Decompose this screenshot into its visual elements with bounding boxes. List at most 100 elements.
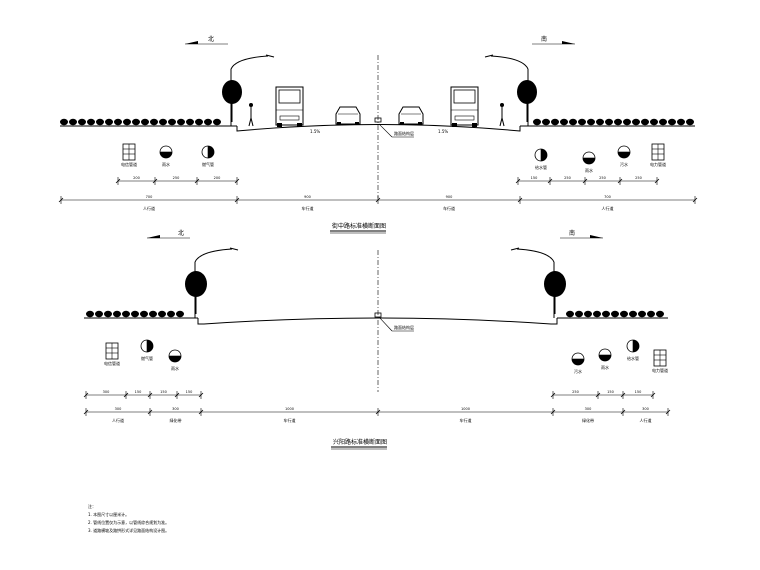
dimension-value: 150 [186,390,193,394]
section-2: 北 南 道路设计中心线 [83,229,671,450]
hedge-shrub [140,310,148,318]
dimension-value: 700 [146,195,153,199]
pipe-label: 雨水 [171,365,179,371]
hedge-shrub [632,118,640,126]
leader-label: 路面结构层 [394,130,414,136]
dimension-value: 250 [599,176,606,180]
hedge-shrub [78,118,86,126]
section-title: 街中路标准横断面图 [332,222,386,230]
pipe-label: 燃气管 [202,161,214,167]
tree-left [185,271,207,314]
pedestrian-right [499,103,505,127]
hedge-shrub [141,118,149,126]
pipe-label: 电力管道 [650,161,666,167]
hedge-shrub [614,118,622,126]
pipe-label: 雨水 [162,161,170,167]
hedge-shrub [605,118,613,126]
hedge-shrub [158,310,166,318]
hedge-shrub [659,118,667,126]
hedge-shrub [578,118,586,126]
hedge-shrub [638,310,646,318]
bus-right [450,86,479,127]
hedge-shrub [620,310,628,318]
hedge-row-right [533,118,694,126]
segment-label: 车行道 [460,417,472,423]
direction-label-right: 南 [541,35,547,43]
dimension-value: 150 [135,390,142,394]
pipe-label: 污水 [574,368,582,374]
pipe-label: 电力管道 [652,367,668,373]
notes-heading: 注： [88,504,96,509]
hedge-row-left [86,310,184,318]
dimension-value: 150 [635,390,642,394]
pipe-symbol: 给水管 [534,148,548,170]
segment-label: 人行道 [112,417,124,423]
pipe-symbol: 燃气管 [140,339,154,361]
pipe-label: 电信管道 [104,360,120,366]
pipe-symbols: 电信管道雨水燃气管给水管雨水污水电力管道 [121,143,666,173]
hedge-shrub [611,310,619,318]
hedge-shrub [167,310,175,318]
dimension-value: 1000 [461,407,470,411]
dimension-value: 250 [572,390,579,394]
pipe-symbol: 污水 [571,352,585,374]
pipe-symbol: 污水 [617,145,631,167]
segment-label: 车行道 [443,205,455,211]
hedge-shrub [629,310,637,318]
notes-block: 注： 1. 本图尺寸以厘米计。 2. 管线位置仅为示意，以管线综合规划为准。 3… [88,503,169,535]
hedge-shrub [551,118,559,126]
note-item: 2. 管线位置仅为示意，以管线综合规划为准。 [88,520,170,525]
pipe-label: 燃气管 [141,355,153,361]
hedge-shrub [105,118,113,126]
section-title: 兴阳路标准横断面图 [333,438,387,446]
leader-line: 路面结构层 [378,123,414,138]
leader-line: 路面结构层 [378,316,414,332]
pipe-symbol: 雨水 [159,145,173,167]
hedge-shrub [623,118,631,126]
hedge-shrub [656,310,664,318]
direction-label-right: 南 [569,229,575,237]
dimension-value: 200 [214,176,221,180]
dimension-value: 900 [304,195,311,199]
dimension-value: 300 [585,407,592,411]
dimension-value: 150 [160,390,167,394]
hedge-shrub [575,310,583,318]
hedge-shrub [566,310,574,318]
hedge-shrub [596,118,604,126]
dimension-value: 250 [173,176,180,180]
dimension-value: 300 [115,407,122,411]
pipe-symbol: 电信管道 [104,342,120,366]
direction-label-left: 北 [208,35,214,43]
direction-arrow-left: 北 [185,35,228,45]
segment-label: 人行道 [143,205,155,211]
hedge-shrub [533,118,541,126]
hedge-shrub [168,118,176,126]
pipe-label: 电信管道 [121,161,137,167]
hedge-shrub [131,310,139,318]
direction-arrow-right: 南 [560,229,603,239]
direction-arrow-right: 南 [532,35,575,45]
hedge-shrub [195,118,203,126]
leader-label: 路面结构层 [394,324,414,330]
dimension-value: 300 [642,407,649,411]
pipe-label: 污水 [620,161,628,167]
pipe-symbol: 电力管道 [650,143,666,167]
hedge-shrub [69,118,77,126]
hedge-shrub [150,118,158,126]
pipe-symbol: 燃气管 [201,145,215,167]
note-item: 3. 道路横坡及路拱形式详见路面结构设计图。 [88,528,170,533]
hedge-shrub [132,118,140,126]
hedge-shrub [176,310,184,318]
segment-label: 绿化带 [170,417,182,423]
hedge-shrub [587,118,595,126]
hedge-shrub [668,118,676,126]
hedge-shrub [204,118,212,126]
hedge-shrub [87,118,95,126]
dimension-value: 250 [564,176,571,180]
hedge-shrub [104,310,112,318]
hedge-shrub [569,118,577,126]
tree-right [544,271,566,314]
hedge-shrub [159,118,167,126]
dimension-value: 150 [531,176,538,180]
